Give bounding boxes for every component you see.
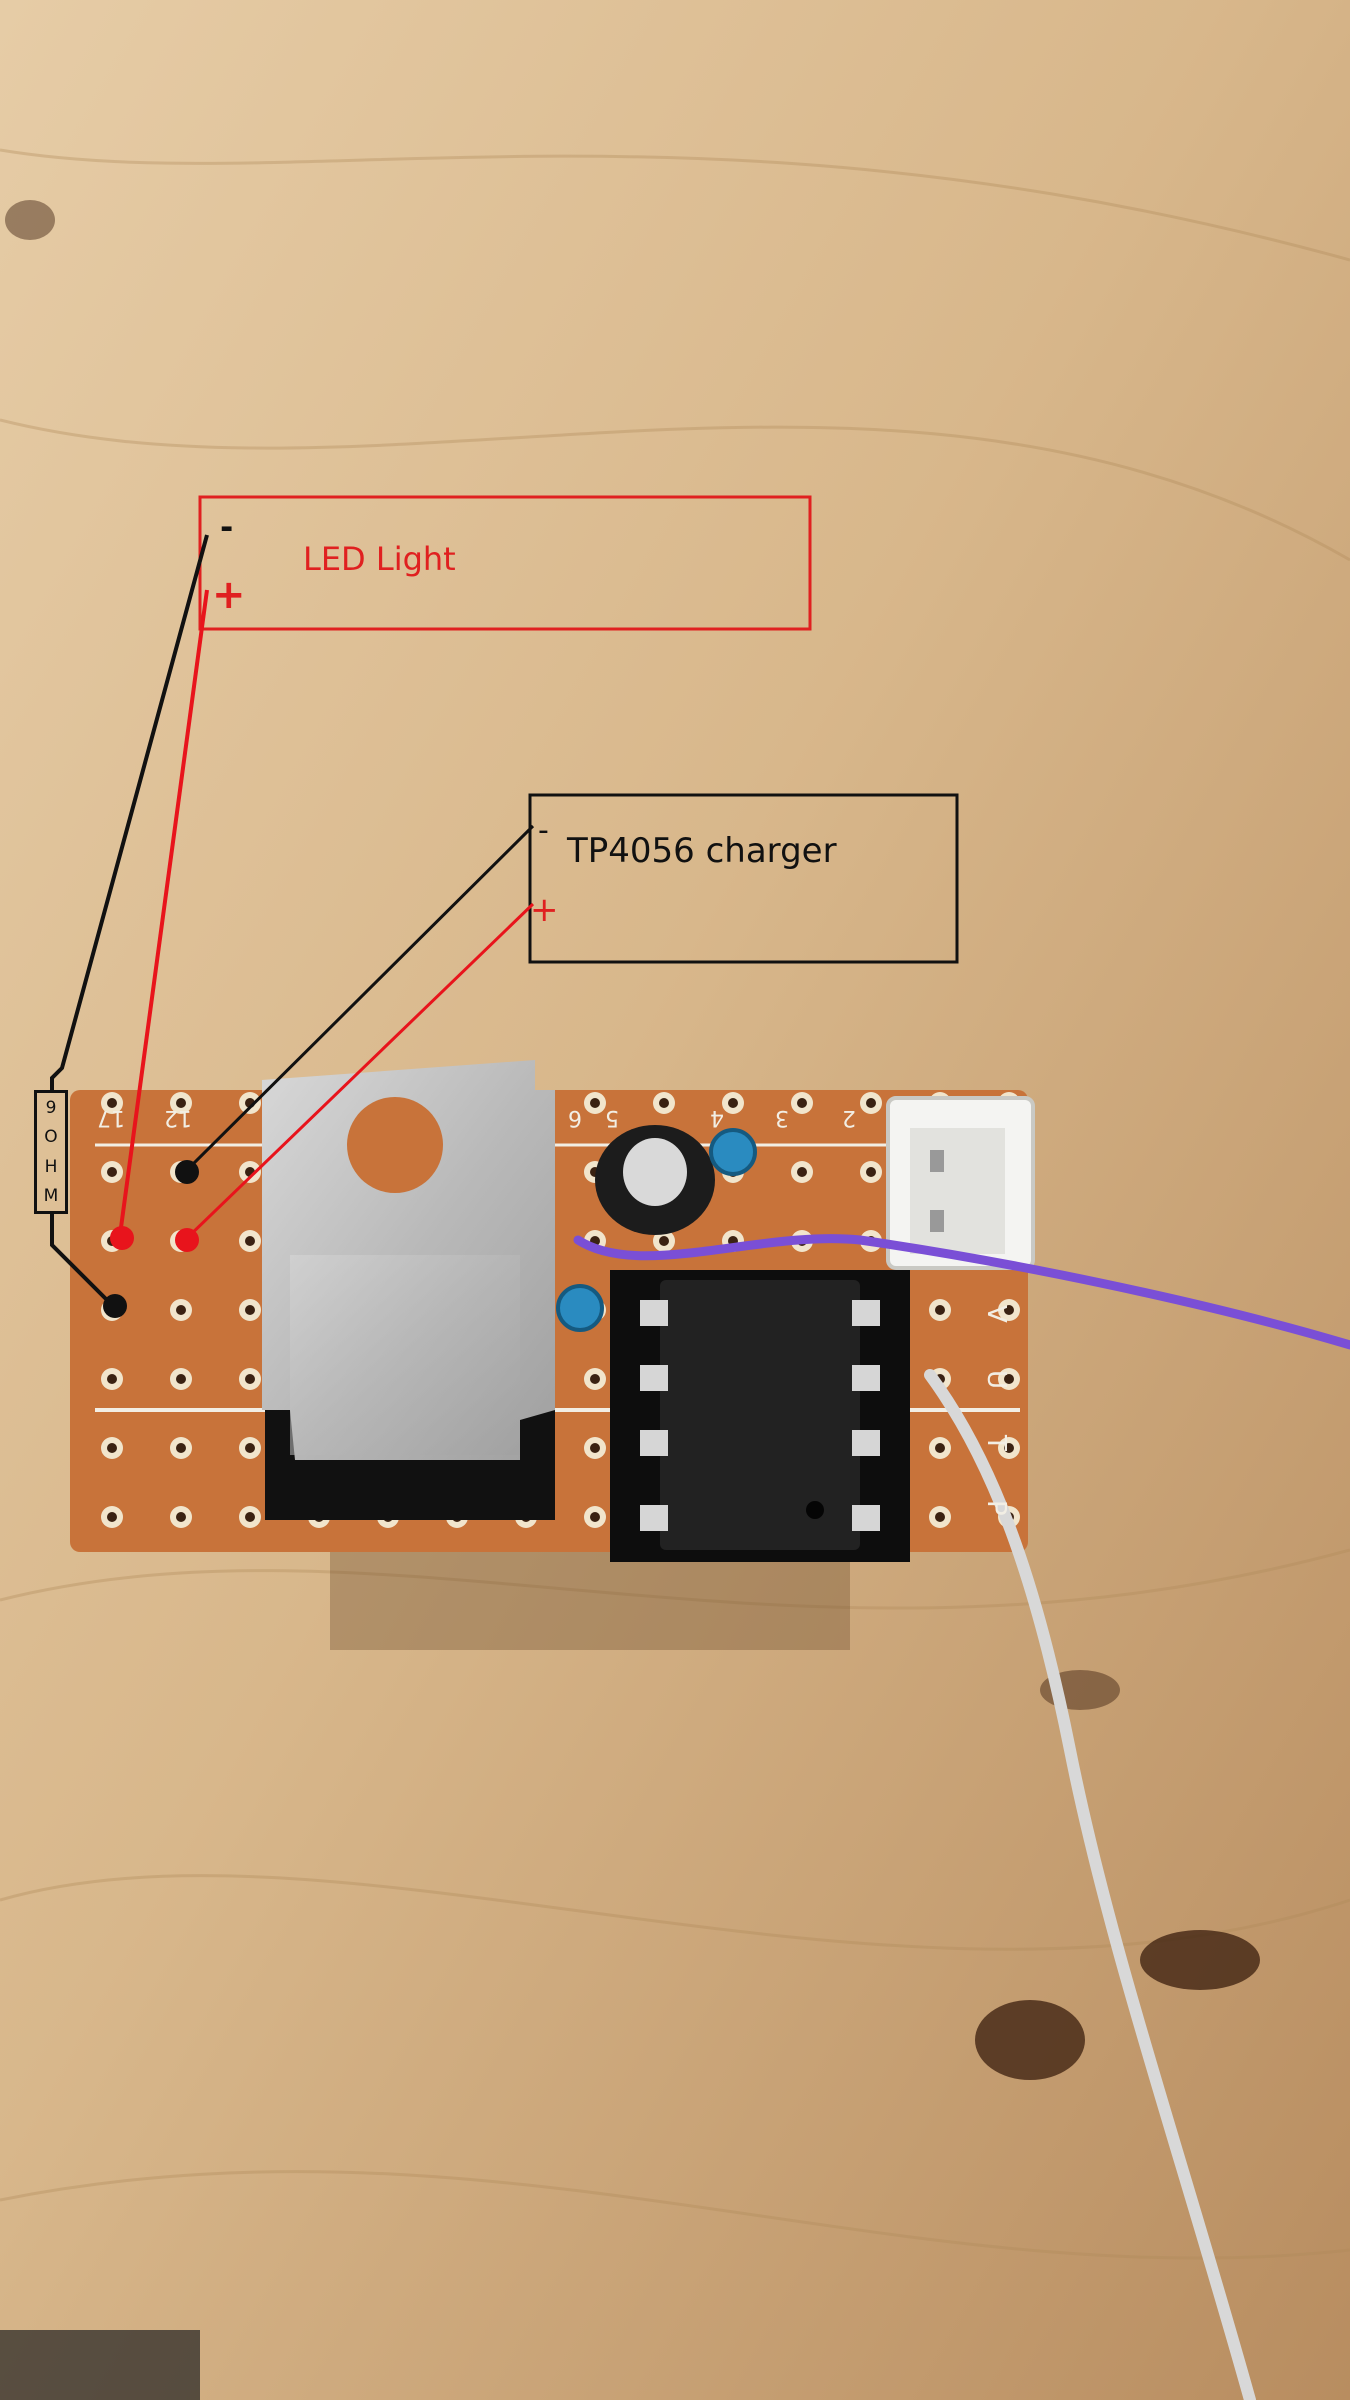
solder-point-black <box>175 1160 199 1184</box>
resistor-to-board-wire <box>50 1214 112 1305</box>
led-plus-sign: + <box>212 572 246 618</box>
charger-negative-wire <box>183 824 535 1174</box>
tp4056-charger-label: TP4056 charger <box>567 831 837 871</box>
charger-plus-sign: + <box>530 890 559 930</box>
led-positive-wire <box>118 589 209 1236</box>
led-minus-sign: - <box>220 508 234 546</box>
electrolytic-capacitor <box>595 1125 715 1235</box>
solder-point-black <box>103 1294 127 1318</box>
led-negative-wire <box>50 534 209 1090</box>
resistor-char: O <box>44 1127 58 1148</box>
solder-point-red <box>110 1226 134 1250</box>
solder-point-red <box>175 1228 199 1252</box>
resistor-char: 9 <box>45 1097 57 1118</box>
resistor-9ohm-label: 9 O H M <box>34 1090 68 1214</box>
tp4056-charger-box <box>528 793 959 964</box>
charger-minus-sign: - <box>538 813 549 848</box>
led-light-label: LED Light <box>303 540 456 578</box>
white-wire <box>924 1369 1256 2400</box>
jst-connector <box>886 1096 1035 1270</box>
resistor-char: M <box>43 1186 59 1207</box>
charger-positive-wire <box>183 902 535 1242</box>
ic-chip-8pin <box>610 1270 910 1562</box>
ceramic-capacitor <box>556 1284 604 1332</box>
wood-stains <box>5 200 1260 2080</box>
resistor-char: H <box>44 1156 58 1177</box>
purple-wire <box>573 1234 1350 1350</box>
voltage-regulator-heatsink <box>262 1060 555 1520</box>
ceramic-capacitor <box>709 1128 757 1176</box>
